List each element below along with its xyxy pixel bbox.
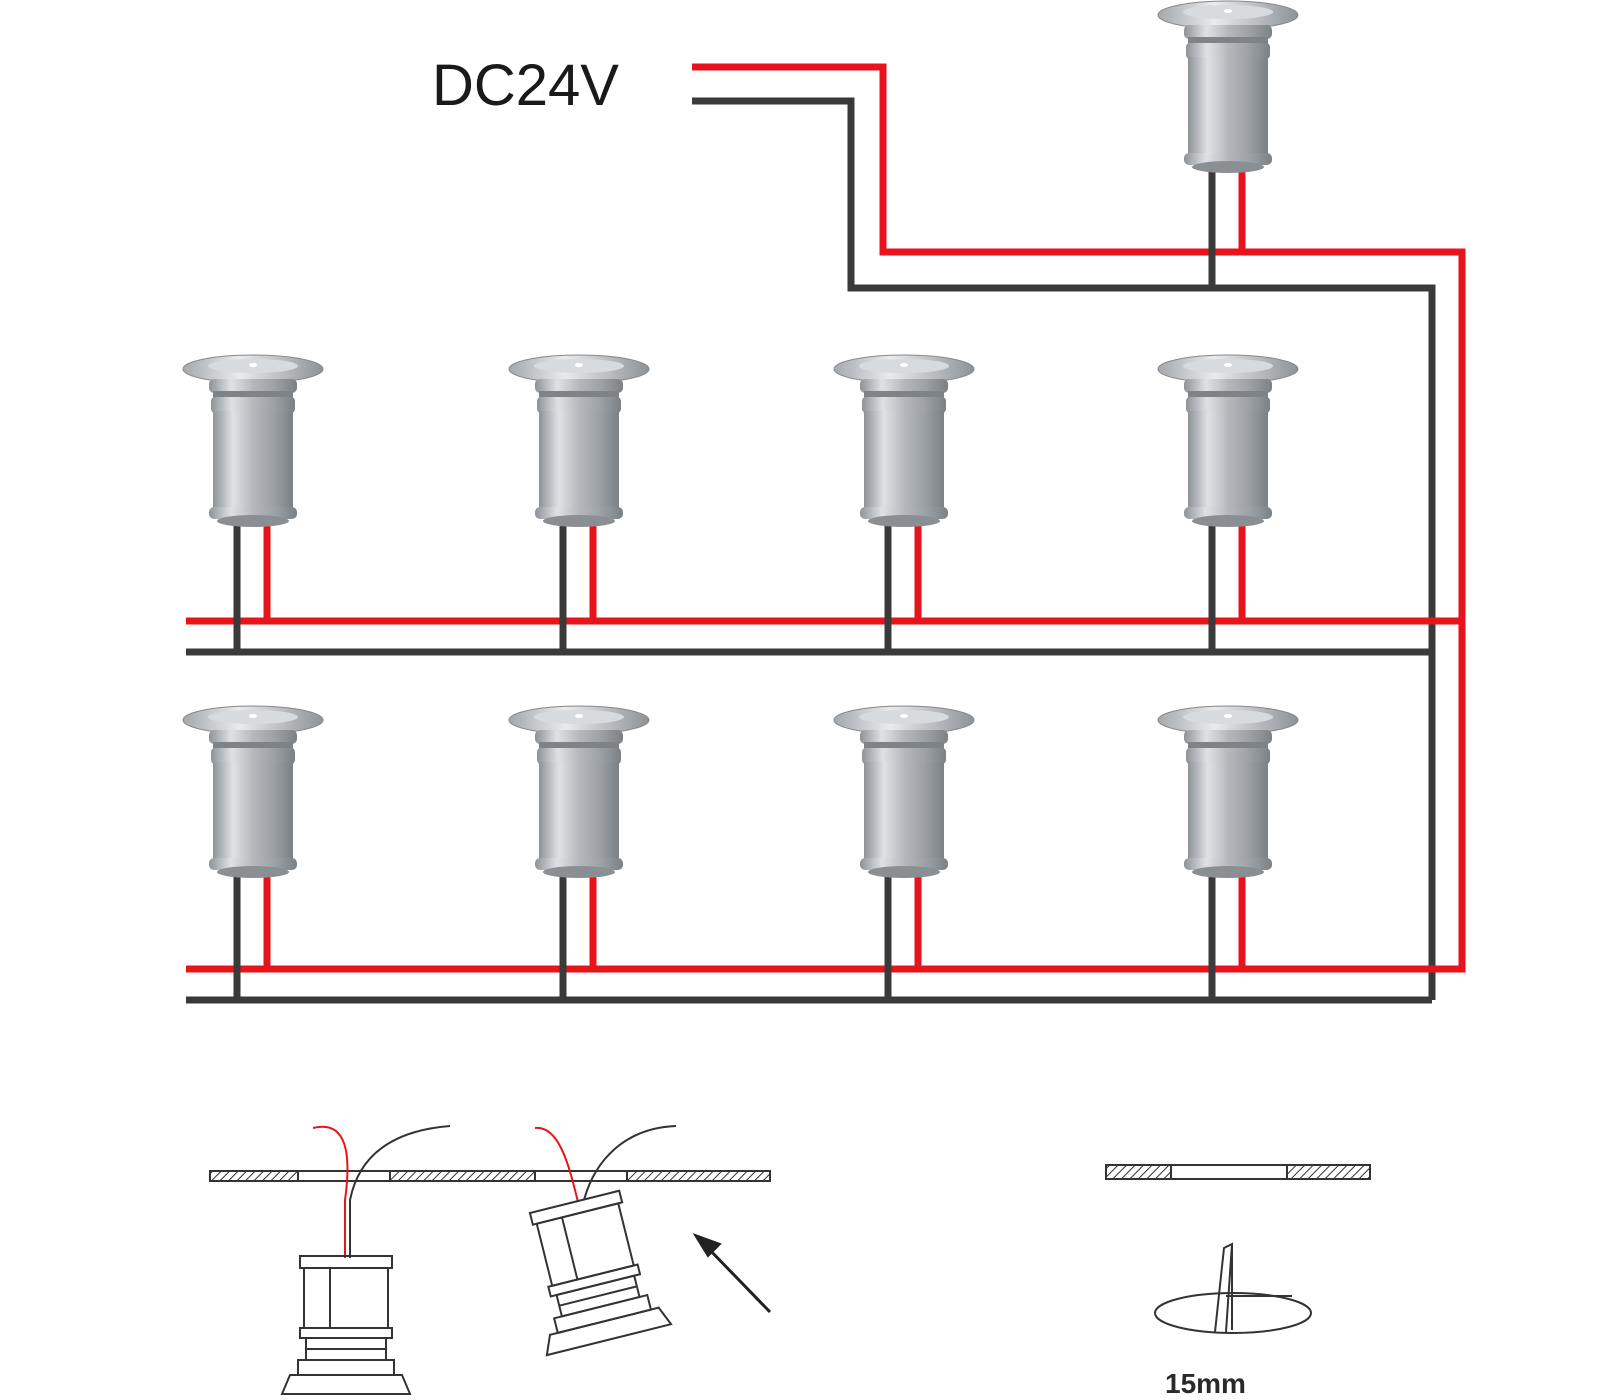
- recessed-light-icon: [182, 705, 324, 879]
- row-2-fixture-3: [833, 705, 975, 1000]
- recessed-light-icon: [508, 705, 650, 879]
- row-1-bus: [186, 617, 1462, 656]
- hole-diameter-label: 15mm: [1165, 1368, 1246, 1399]
- tilted-fixture: [528, 1189, 673, 1357]
- recessed-light-icon: [1157, 705, 1299, 879]
- recessed-light-icon: [1157, 354, 1299, 528]
- row-1-fixture-4: [1157, 354, 1299, 652]
- row-1-fixture-3: [833, 354, 975, 652]
- drill-illustration: [1105, 1164, 1371, 1334]
- row-2-fixture-1: [182, 705, 324, 1000]
- recessed-light-icon: [833, 354, 975, 528]
- installed-fixture: [280, 1255, 412, 1395]
- recessed-light-icon: [182, 354, 324, 528]
- supply-negative-wire: [692, 97, 1436, 1000]
- supply-voltage-label: DC24V: [432, 53, 619, 118]
- top-fixture: [1157, 0, 1299, 288]
- row-1-fixture-1: [182, 354, 324, 652]
- row-1-fixture-2: [508, 354, 650, 652]
- row-2-fixtures: [182, 705, 1299, 1000]
- drill-hole-icon: [1154, 1242, 1312, 1334]
- recessed-light-icon: [833, 705, 975, 879]
- installation-arrow-icon: [692, 1233, 772, 1314]
- row-2-fixture-2: [508, 705, 650, 1000]
- supply-positive-wire: [692, 63, 1466, 973]
- supply-feed: [692, 63, 1466, 1000]
- recessed-light-icon: [1157, 0, 1299, 174]
- recessed-light-icon: [508, 354, 650, 528]
- installation-illustration: [209, 1125, 772, 1395]
- row-1-fixtures: [182, 354, 1299, 652]
- row-2-bus: [186, 965, 1462, 1004]
- row-2-fixture-4: [1157, 705, 1299, 1000]
